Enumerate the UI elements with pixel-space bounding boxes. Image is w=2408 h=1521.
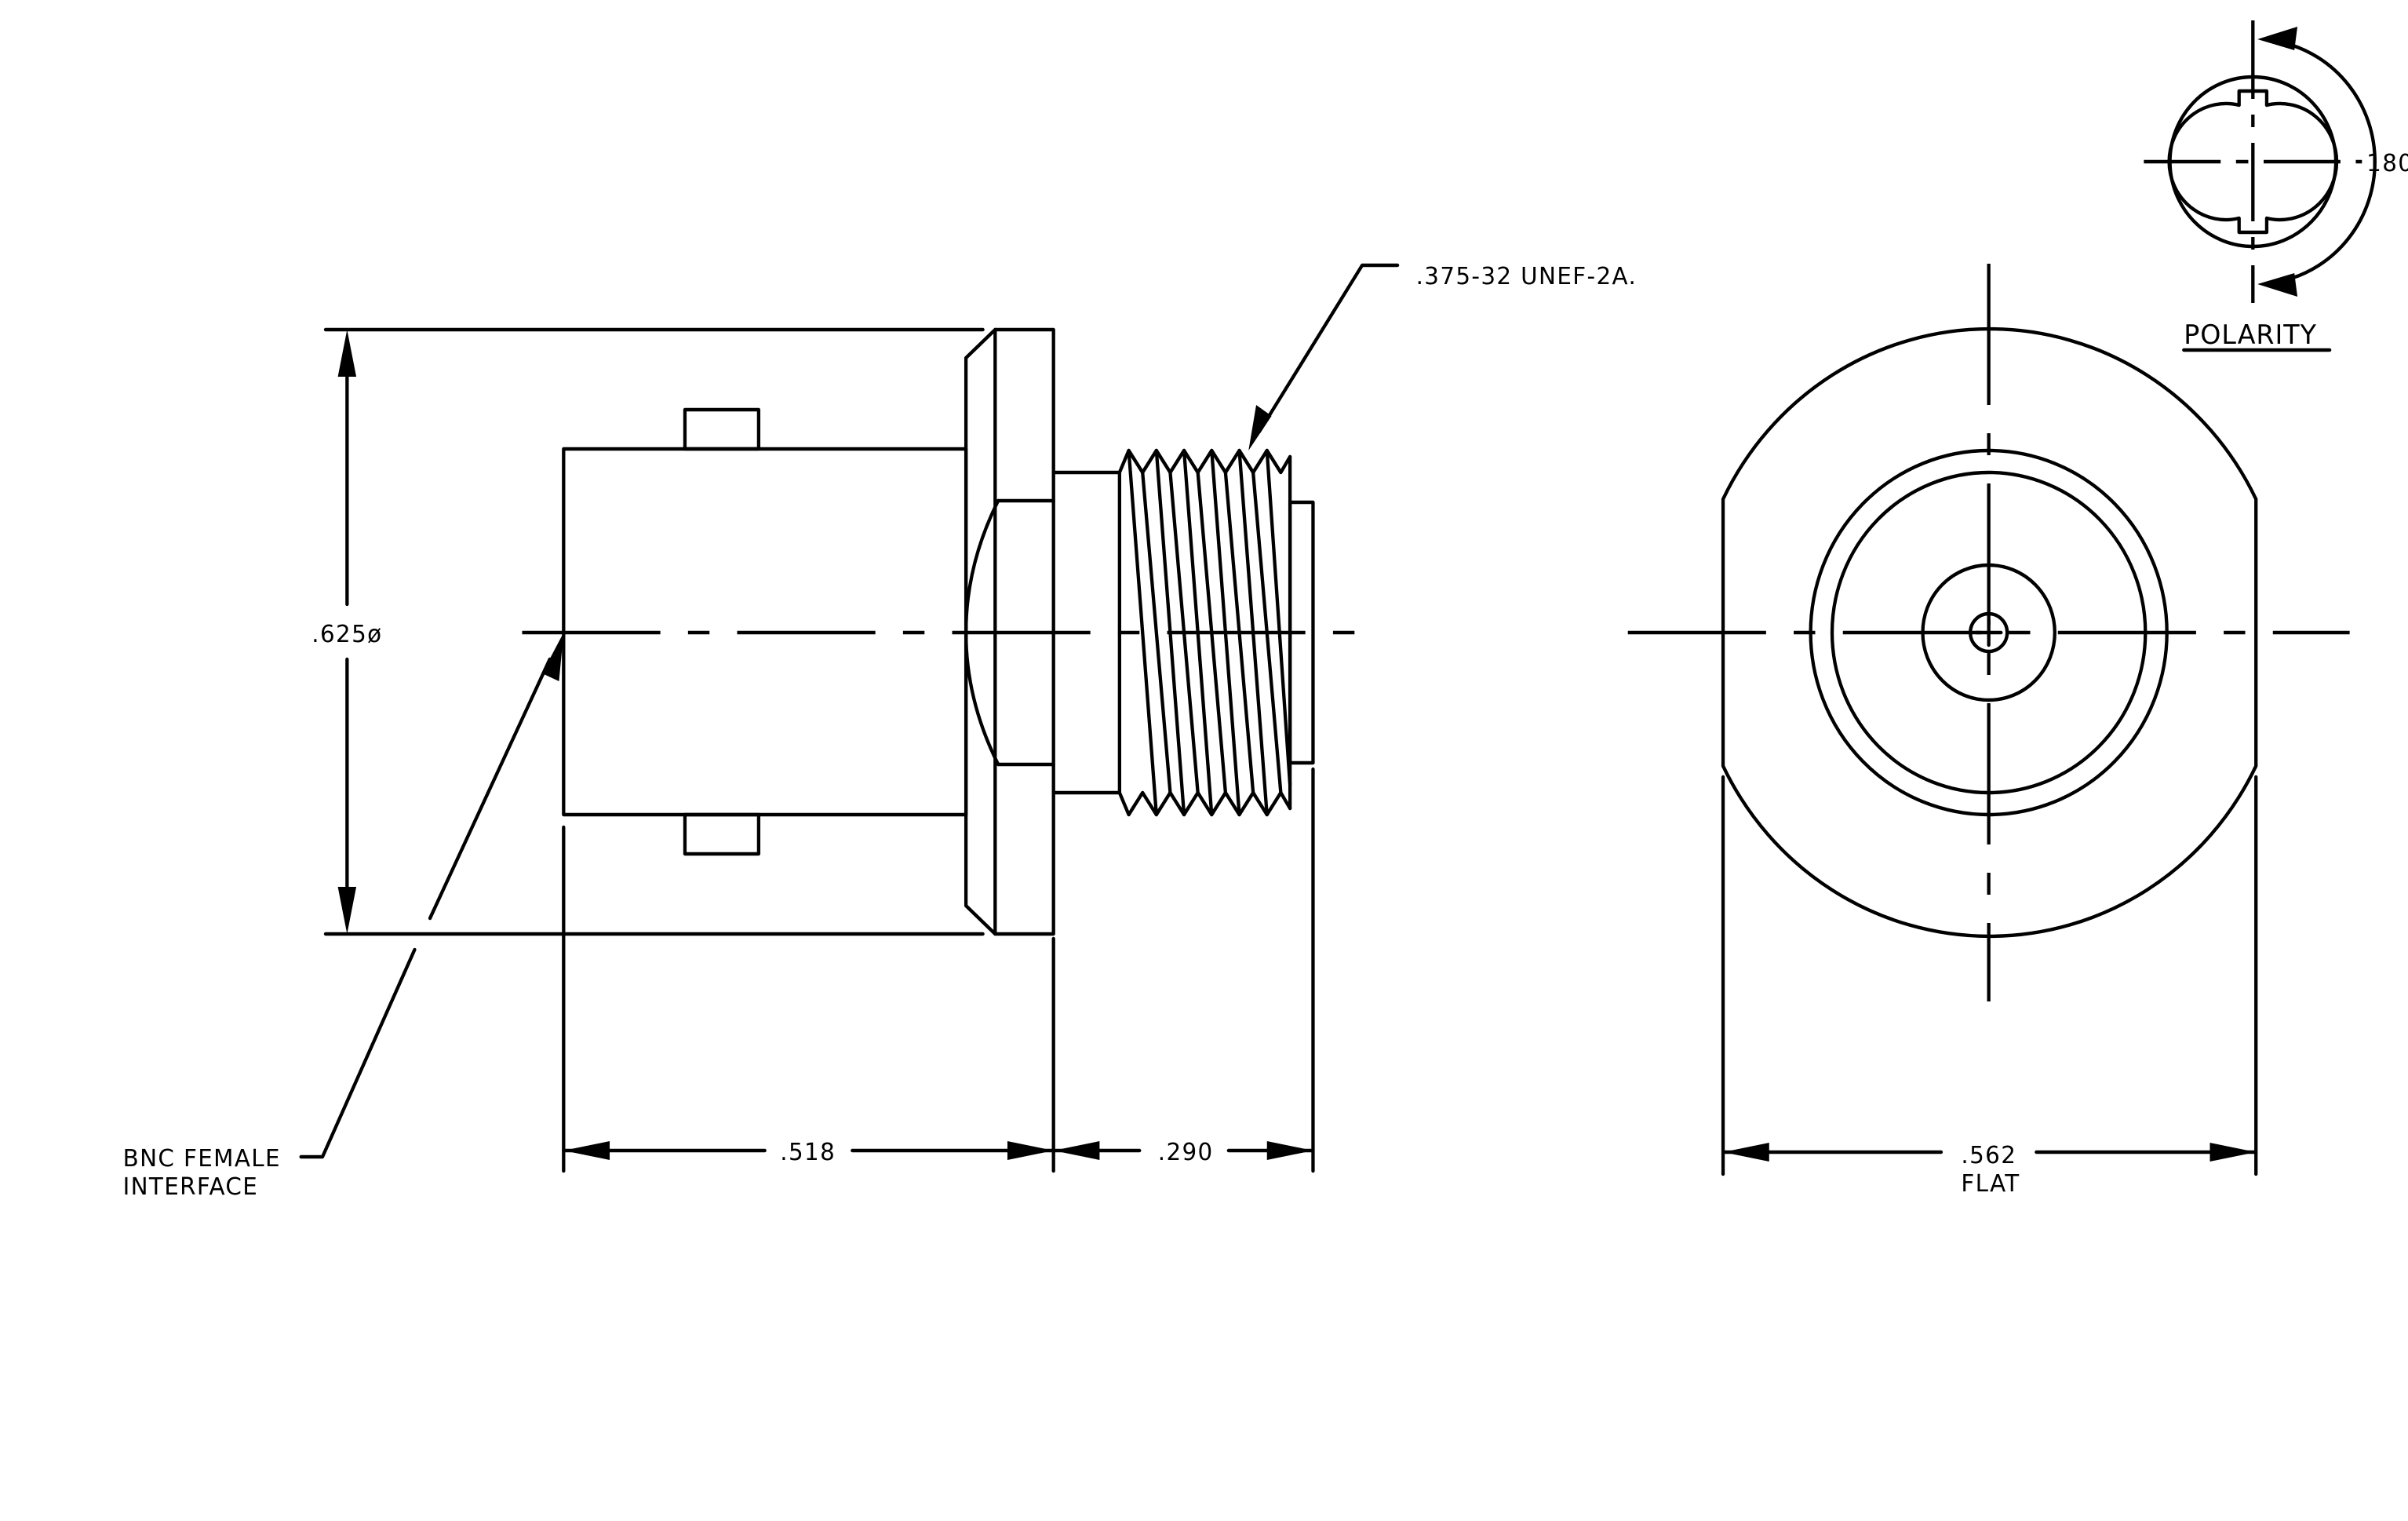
arrow-290-right (1266, 1141, 1313, 1160)
polarity-keyed-ring (2167, 89, 2339, 235)
arrow-518-right (1007, 1141, 1054, 1160)
interface-label-line1: BNC FEMALE (123, 1144, 281, 1172)
flat-extension-lines (1721, 775, 2258, 1176)
side-view: .625ø .518 .290 BNC FEMALE INTERFACE .37… (123, 262, 1638, 1200)
thread-profile-bottom (1117, 790, 1292, 817)
thread-spec-leader (1257, 263, 1400, 434)
rotation-arrow-top (2257, 27, 2298, 50)
length-body-label: .518 (780, 1138, 836, 1165)
polarity-title: POLARITY (2184, 319, 2317, 350)
bayonet-pin-top (683, 407, 761, 451)
polarity-detail: 180 POLARITY (2144, 20, 2408, 352)
diameter-label: .625ø (311, 620, 382, 647)
rotation-arc (2280, 40, 2377, 283)
arrow-562-right (2209, 1143, 2257, 1162)
arrow-562-left (1723, 1143, 1769, 1162)
flat-value-label: .562 (1961, 1141, 2016, 1169)
diameter-extension-lines (323, 327, 985, 936)
flat-label: FLAT (1961, 1169, 2020, 1197)
polarity-angle-label: 180 (2366, 149, 2408, 177)
thread-spec-label: .375-32 UNEF-2A. (1416, 262, 1638, 290)
thread-profile-top (1117, 448, 1292, 475)
interface-leader (299, 657, 552, 1159)
arrow-518-left (563, 1141, 610, 1160)
arrow-up (337, 330, 357, 377)
thread-spec-arrow (1248, 405, 1272, 450)
interface-label-line2: INTERFACE (123, 1173, 259, 1200)
thread-shank (1051, 470, 1122, 795)
interface-leader-arrow (541, 633, 564, 681)
arrow-down (337, 887, 357, 934)
rotation-arrow-bottom (2257, 273, 2298, 297)
bayonet-pin-bottom (683, 812, 761, 856)
length-extension-lines (562, 767, 1315, 1173)
arrow-290-left (1053, 1141, 1100, 1160)
front-view: .562 FLAT (1627, 264, 2350, 1197)
length-thread-label: .290 (1158, 1138, 1214, 1165)
